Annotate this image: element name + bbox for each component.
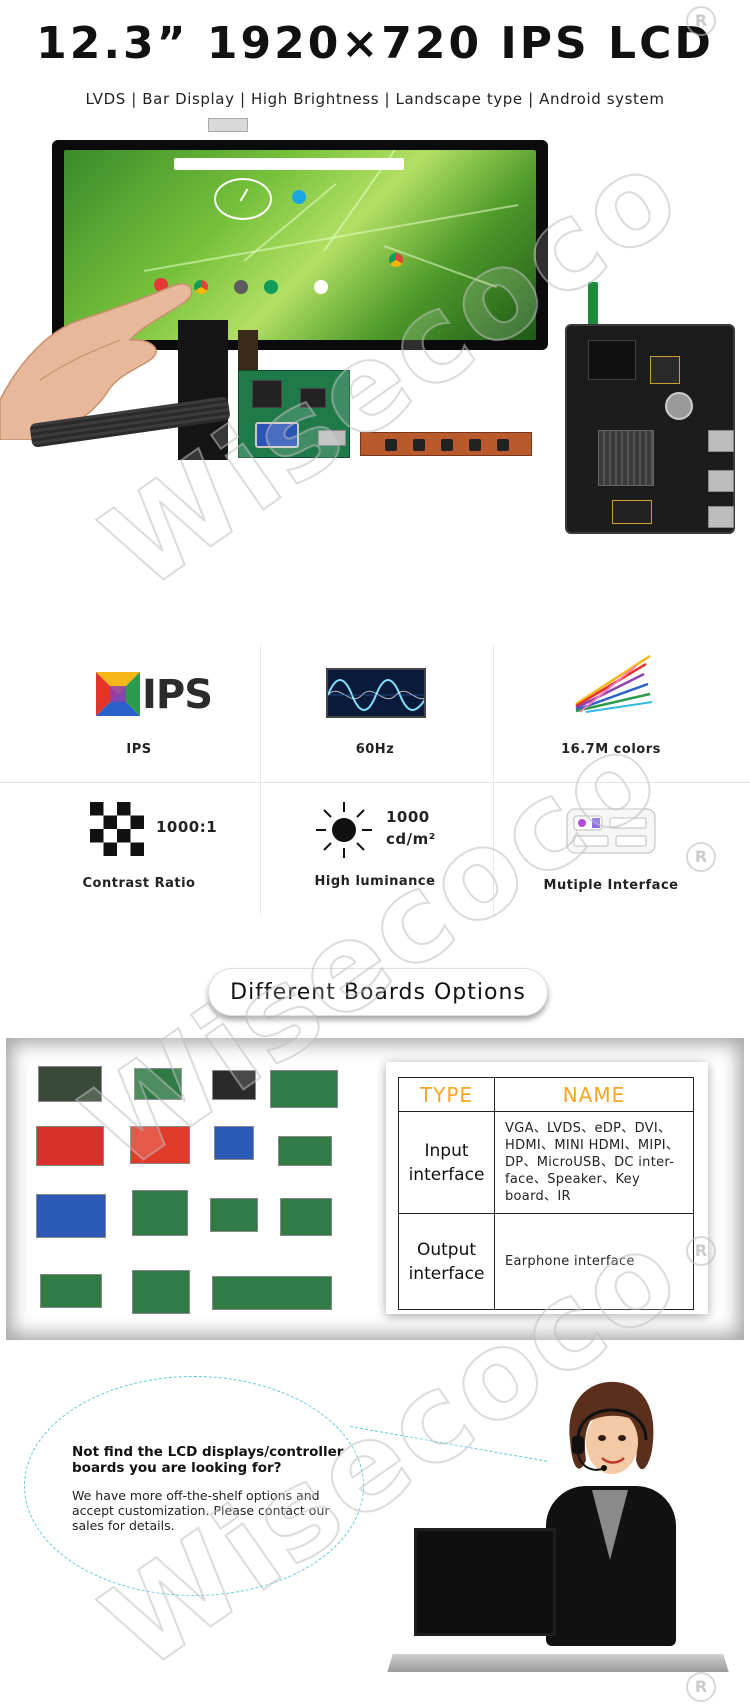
board-thumbnail [38,1066,102,1102]
coin-battery-icon [665,392,693,420]
ips-logo-icon: IPS [96,672,216,718]
feature-label: Mutiple Interface [543,878,679,893]
feature-label: 16.7M colors [561,742,661,757]
feature-interface: Mutiple Interface [486,782,736,917]
board-thumbnail [132,1270,190,1314]
table-header-type: TYPE [398,1077,495,1112]
app-icon [154,278,168,292]
page-subtitle: LVDS | Bar Display | High Brightness | L… [85,90,665,108]
grid-divider [493,645,494,915]
table-cell-type: Input interface [398,1111,495,1214]
contrast-value: 1000:1 [156,818,218,836]
heatsink-icon [598,430,654,486]
sun-icon [316,802,372,858]
boards-banner [208,968,548,1016]
board-thumbnail [134,1068,182,1100]
vga-port-icon [255,422,299,448]
speech-bubble-tail [349,1426,548,1463]
search-bar-icon [174,158,404,170]
board-thumbnail [132,1190,188,1236]
table-row: Input interface VGA、LVDS、eDP、DVI、HDMI、MI… [398,1111,694,1214]
board-thumbnail [210,1198,258,1232]
app-icon [264,280,278,294]
table-header-name: NAME [494,1077,694,1112]
feature-label: IPS [126,742,152,757]
feature-ips: IPS IPS [14,640,264,775]
customer-service-agent-icon [569,1381,654,1474]
table-cell-type: Output interface [398,1213,495,1310]
chrome-icon [194,280,208,294]
board-thumbnail [130,1126,190,1164]
port-icon [318,430,346,446]
waveform-icon [326,668,426,718]
header: 12.3” 1920×720 IPS LCD LVDS | Bar Displa… [0,0,750,130]
chip-icon [252,380,282,408]
board-thumbnail [212,1070,256,1100]
ribbon-cable [178,320,228,460]
ips-color-mark-icon [96,672,140,716]
table-row: Output interface Earphone interface [398,1213,694,1310]
usb-port-icon [708,430,734,452]
feature-refresh: 60Hz [250,640,500,775]
chip-icon [650,356,680,384]
board-thumbnail [270,1070,338,1108]
app-icon [234,280,248,294]
board-thumbnail [214,1126,254,1160]
feature-label: High luminance [314,874,436,889]
table-cell-name: VGA、LVDS、eDP、DVI、HDMI、MINI HDMI、MIPI、DP、… [494,1111,694,1214]
board-thumbnail [278,1136,332,1166]
app-icon [292,190,306,204]
grid-divider [0,782,750,783]
chip-icon [612,500,652,524]
features-grid: IPS IPS 60Hz 16.7M colors [0,640,750,910]
product-hero [0,118,750,590]
color-lines-icon [575,654,653,713]
feature-luminance: 1000 cd/m² High luminance [250,782,500,917]
chip-icon [300,388,326,408]
grid-divider [260,645,261,915]
monitor-icon [414,1528,556,1636]
fpc-connector [208,118,248,132]
table-header-row: TYPE NAME [398,1077,694,1112]
contact-body: We have more off-the-shelf options and a… [72,1488,330,1533]
board-thumbnail [280,1198,332,1236]
checkerboard-icon [90,802,144,856]
usb-port-icon [708,470,734,492]
board-thumbnail [212,1276,332,1310]
hand-touching-icon [0,283,193,440]
page-title: 12.3” 1920×720 IPS LCD [36,18,714,69]
keypad-board-image [360,432,532,456]
feature-label: 60Hz [355,742,395,757]
board-thumbnail [40,1274,102,1308]
ips-logo-text: IPS [142,672,213,718]
board-thumbnail [36,1194,106,1238]
clock-widget-icon [214,178,272,220]
backlight-cable [238,330,258,370]
antenna-icon [588,282,598,332]
feature-contrast: 1000:1 Contrast Ratio [14,782,264,917]
board-thumbnail [36,1126,104,1166]
boards-banner-title: Different Boards Options [230,980,526,1005]
desk-icon [387,1654,729,1673]
contact-question: Not find the LCD displays/controller boa… [72,1444,344,1476]
ethernet-port-icon [708,506,734,528]
luminance-value: 1000 cd/m² [386,808,436,848]
interface-table: TYPE NAME Input interface VGA、LVDS、eDP、D… [398,1077,694,1310]
feature-colors: 16.7M colors [486,640,736,775]
registered-mark-icon: R [686,842,716,872]
interface-ports-icon [566,808,656,854]
table-cell-name: Earphone interface [494,1213,694,1310]
speech-bubble [24,1376,364,1596]
registered-mark-icon: R [686,1672,716,1702]
app-icon [314,280,328,294]
feature-label: Contrast Ratio [82,876,196,891]
chip-icon [588,340,636,380]
registered-mark-icon: R [686,1236,716,1266]
chrome-icon [389,253,403,267]
registered-mark-icon: R [686,6,716,36]
